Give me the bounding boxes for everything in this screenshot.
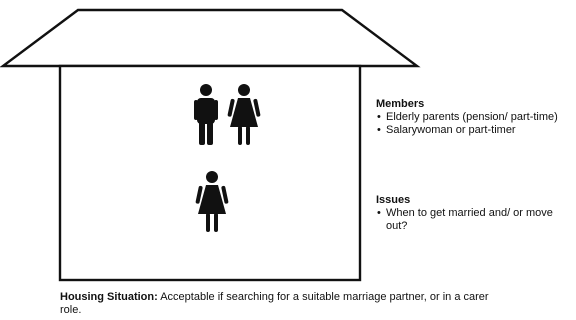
bullet-icon: • xyxy=(377,111,381,123)
list-item: • When to get married and/ or move out? xyxy=(376,207,572,233)
list-item-text: When to get married and/ or move out? xyxy=(386,207,553,232)
caption-text: Acceptable if searching for a suitable m… xyxy=(60,291,489,316)
list-item: • Salarywoman or part-timer xyxy=(376,124,572,137)
issues-list: • When to get married and/ or move out? xyxy=(376,207,572,233)
bullet-icon: • xyxy=(377,207,381,219)
members-panel: Members • Elderly parents (pension/ part… xyxy=(376,98,572,137)
list-item-text: Salarywoman or part-timer xyxy=(386,124,516,136)
man-icon xyxy=(194,84,218,145)
woman-icon xyxy=(227,84,261,145)
bullet-icon: • xyxy=(377,124,381,136)
caption-label: Housing Situation: xyxy=(60,291,158,303)
members-heading: Members xyxy=(376,98,425,110)
woman-icon xyxy=(195,171,229,232)
issues-heading: Issues xyxy=(376,194,411,206)
list-item-text: Elderly parents (pension/ part-time) xyxy=(386,111,558,123)
issues-panel: Issues • When to get married and/ or mov… xyxy=(376,194,572,233)
house-roof xyxy=(0,8,421,68)
list-item: • Elderly parents (pension/ part-time) xyxy=(376,111,572,124)
members-list: • Elderly parents (pension/ part-time) •… xyxy=(376,111,572,137)
housing-caption: Housing Situation: Acceptable if searchi… xyxy=(60,291,500,317)
